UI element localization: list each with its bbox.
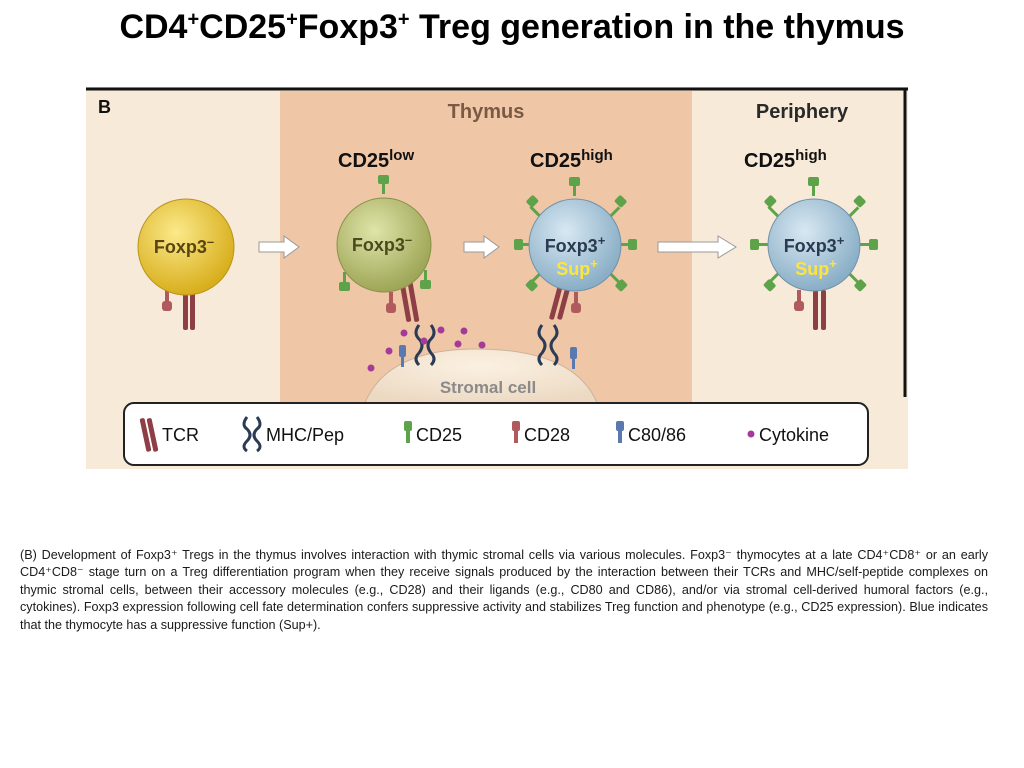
cytokine-dot bbox=[420, 337, 428, 345]
legend-tcr-icon bbox=[139, 418, 159, 452]
cell4-label: Foxp3+ bbox=[784, 233, 845, 256]
legend-mhc-label: MHC/Pep bbox=[266, 425, 344, 445]
cd28-receptor bbox=[162, 289, 172, 311]
legend-cd25-icon bbox=[404, 421, 412, 443]
c80-86-ligand bbox=[399, 345, 406, 367]
cytokine-dot bbox=[460, 327, 468, 335]
cytokine-dot bbox=[478, 341, 486, 349]
cell3-label: Foxp3+ bbox=[545, 233, 606, 256]
legend-mhc-icon bbox=[242, 416, 262, 453]
cell2-label: Foxp3– bbox=[352, 232, 412, 255]
arrow-2 bbox=[463, 235, 500, 259]
legend-c80-label: C80/86 bbox=[628, 425, 686, 445]
cd25-receptor bbox=[859, 239, 878, 250]
cd25-low-cell bbox=[336, 197, 432, 293]
tcr-receptor bbox=[183, 292, 195, 330]
legend-cytokine-label: Cytokine bbox=[759, 425, 829, 445]
legend-box bbox=[123, 402, 869, 466]
cd25-receptor bbox=[608, 195, 627, 219]
periphery-label: Periphery bbox=[756, 101, 849, 123]
tcr-receptor bbox=[399, 282, 420, 322]
cell1-label: Foxp3– bbox=[154, 234, 214, 257]
stromal-cell-label: Stromal cell bbox=[440, 378, 536, 397]
c80-86-ligand bbox=[570, 347, 577, 369]
cd25-receptor bbox=[618, 239, 637, 250]
cd25-receptor bbox=[608, 271, 628, 292]
arrow-1 bbox=[258, 235, 300, 259]
cd25-receptor bbox=[420, 270, 431, 289]
legend-cd28-icon bbox=[512, 421, 520, 443]
mhc-peptide-complex bbox=[414, 324, 436, 367]
cytokine-dot bbox=[437, 326, 445, 334]
cd28-receptor bbox=[571, 292, 581, 313]
mhc-peptide-complex bbox=[537, 324, 559, 367]
cytokine-dot bbox=[454, 340, 462, 348]
slide-title: CD4+CD25+Foxp3+ Treg generation in the t… bbox=[119, 8, 905, 46]
tcr-receptor bbox=[813, 290, 826, 330]
cell4-sup-label: Sup+ bbox=[795, 256, 837, 279]
cd28-receptor bbox=[794, 290, 804, 311]
cytokine-dot bbox=[385, 347, 393, 355]
cd25-receptor bbox=[514, 239, 531, 250]
panel-label: B bbox=[98, 97, 111, 117]
cd25-low-heading: CD25low bbox=[338, 147, 414, 172]
thymus-label: Thymus bbox=[448, 101, 525, 123]
cd25-receptor bbox=[525, 272, 542, 292]
sup-cell-periphery bbox=[767, 198, 861, 292]
cd25-receptor bbox=[526, 195, 542, 218]
foxp3-neg-cell bbox=[137, 198, 235, 296]
cell3-sup-label: Sup+ bbox=[556, 256, 598, 279]
arrow-3 bbox=[657, 235, 737, 259]
legend-c80-icon bbox=[616, 421, 624, 443]
cd25-receptor bbox=[808, 177, 819, 196]
figure-caption: (B) Development of Foxp3⁺ Tregs in the t… bbox=[20, 548, 988, 632]
cd25-high-heading-periphery: CD25high bbox=[744, 147, 827, 172]
legend-cd28-label: CD28 bbox=[524, 425, 570, 445]
cytokine-dot bbox=[400, 329, 408, 337]
cd25-receptor bbox=[847, 195, 866, 219]
cd25-receptor bbox=[763, 272, 780, 292]
cd25-high-heading-thymus: CD25high bbox=[530, 147, 613, 172]
sup-cell-thymus bbox=[528, 198, 622, 292]
cytokine-dot bbox=[367, 364, 375, 372]
cd28-receptor bbox=[386, 292, 396, 313]
cd25-receptor bbox=[339, 272, 350, 291]
legend: TCR MHC/Pep CD25 CD28 C80/86 Cytokine bbox=[123, 402, 869, 466]
cd25-receptor bbox=[847, 271, 867, 292]
legend-tcr-label: TCR bbox=[162, 425, 199, 445]
treg-diagram: Stromal cell B Thymus Periphery CD25low … bbox=[86, 87, 908, 469]
legend-cd25-label: CD25 bbox=[416, 425, 462, 445]
cd25-receptor bbox=[750, 239, 768, 250]
legend-cytokine-icon bbox=[747, 430, 755, 438]
cd25-receptor bbox=[378, 175, 389, 194]
cd25-receptor bbox=[569, 177, 580, 196]
cd25-receptor bbox=[764, 195, 780, 218]
